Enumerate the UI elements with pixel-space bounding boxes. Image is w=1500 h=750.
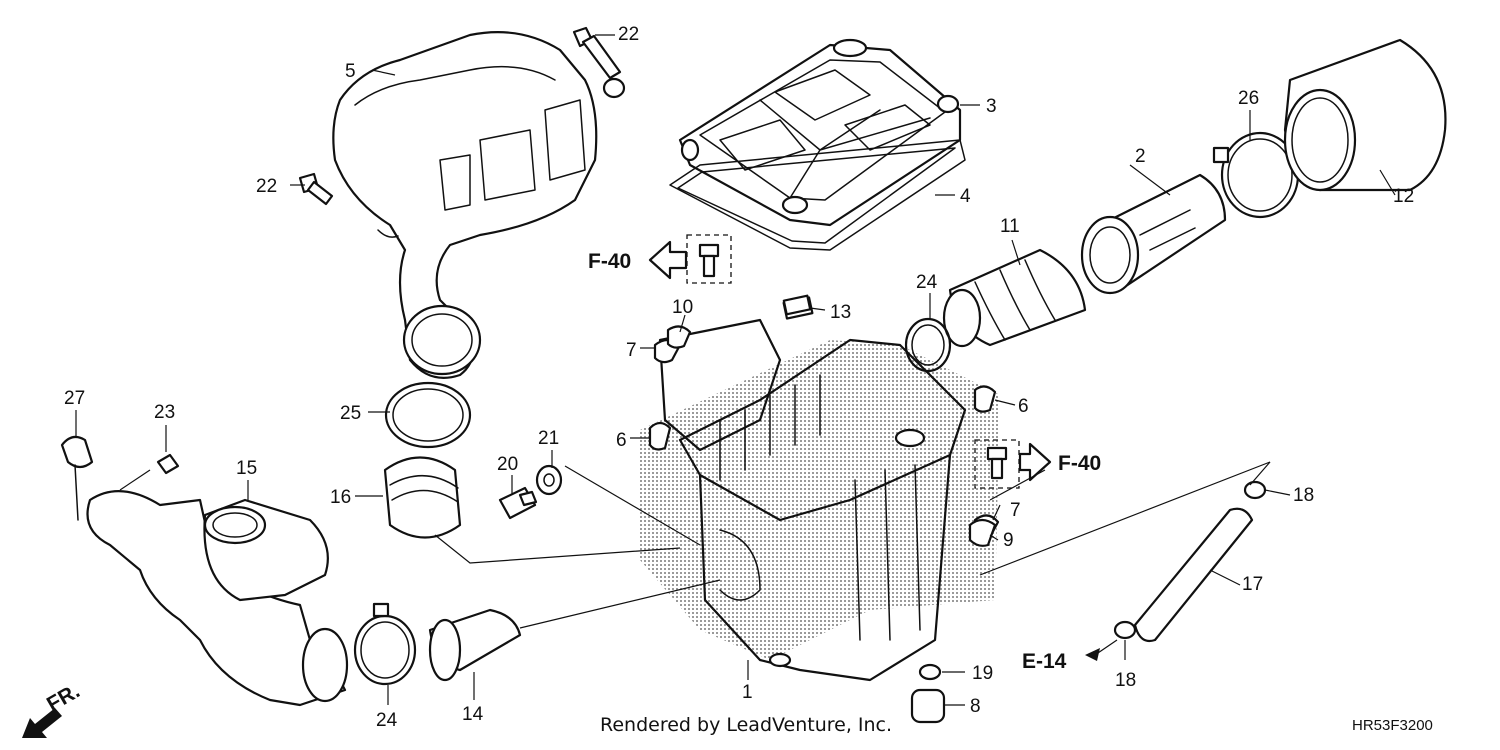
ref-label-f40-right: F-40 [1058, 452, 1101, 475]
part-12-cover [1283, 38, 1447, 192]
label-part-6a: 6 [1018, 396, 1029, 417]
part-17-drain-tube [1133, 507, 1254, 643]
part-19-washer [918, 663, 942, 681]
leader-lines [75, 34, 1396, 706]
front-label: FR. [43, 679, 84, 716]
part-27-clip [60, 435, 94, 521]
part-20-sensor [498, 486, 538, 520]
part-18-clip-lower [1113, 620, 1137, 640]
label-part-11: 11 [1000, 216, 1020, 237]
label-part-18a: 18 [1293, 485, 1314, 506]
ref-arrow-right [1018, 442, 1052, 482]
diagram-code: HR53F3200 [1352, 717, 1433, 734]
label-part-27: 27 [64, 388, 85, 409]
part-9-clip [968, 518, 997, 547]
part-16-joint [383, 456, 462, 539]
label-part-19: 19 [972, 663, 993, 684]
footer-credit: Rendered by LeadVenture, Inc. [600, 714, 892, 736]
part-10-clip [666, 325, 692, 349]
part-6-clip-right [973, 385, 997, 413]
label-part-7b: 7 [1010, 500, 1021, 521]
part-22-bolt-left [298, 172, 334, 206]
label-part-21: 21 [538, 428, 559, 449]
part-3-air-box-cover [678, 38, 962, 227]
label-part-18b: 18 [1115, 670, 1136, 691]
label-part-24a: 24 [916, 272, 938, 293]
label-part-6b: 6 [616, 430, 627, 451]
ref-label-f40-left: F-40 [588, 250, 631, 273]
label-part-13: 13 [830, 302, 851, 323]
label-part-17: 17 [1242, 574, 1263, 595]
ref-arrow-left [648, 240, 688, 280]
part-24-clamp-lower [353, 602, 417, 686]
part-21-grommet [535, 464, 563, 496]
part-1-air-cleaner-case [640, 296, 1000, 682]
part-labels: 1 2 3 4 5 6 6 7 7 8 9 10 11 12 13 14 15 … [64, 24, 1414, 731]
part-4-gasket [669, 139, 966, 251]
label-part-1: 1 [742, 682, 753, 703]
part-8-cap [910, 688, 946, 724]
label-part-12: 12 [1393, 186, 1414, 207]
part-6-clip-left [648, 421, 672, 451]
part-5-intake-duct [332, 31, 598, 379]
label-part-2: 2 [1135, 146, 1146, 167]
part-14-joint [428, 608, 522, 682]
e14-arrow [1085, 639, 1118, 661]
label-part-10: 10 [672, 297, 693, 318]
label-part-4: 4 [960, 186, 971, 207]
label-part-15: 15 [236, 458, 257, 479]
label-part-16: 16 [330, 487, 351, 508]
label-part-26: 26 [1238, 88, 1259, 109]
label-part-24b: 24 [376, 710, 398, 731]
ref-label-e14: E-14 [1022, 650, 1067, 673]
part-2-filter-element [1080, 173, 1227, 295]
part-22-bolt-top [572, 26, 626, 99]
label-part-9: 9 [1003, 530, 1014, 551]
part-18-clip-upper [1243, 480, 1267, 500]
label-part-8: 8 [970, 696, 981, 717]
bolt-box-left [686, 234, 732, 284]
part-13-tag [782, 294, 812, 316]
label-part-5: 5 [345, 61, 356, 82]
part-23-bolt [156, 453, 180, 475]
part-24-clamp-upper [904, 317, 952, 373]
part-11-connecting-tube [942, 248, 1087, 348]
part-25-ring [384, 381, 472, 449]
label-part-23: 23 [154, 402, 175, 423]
label-part-20: 20 [497, 454, 518, 475]
label-part-7a: 7 [626, 340, 637, 361]
part-15-lower-duct [86, 490, 349, 707]
label-part-25: 25 [340, 403, 361, 424]
label-part-22a: 22 [618, 24, 639, 45]
label-part-14: 14 [462, 704, 484, 725]
label-part-3: 3 [986, 96, 997, 117]
front-arrow [22, 708, 62, 738]
label-part-22b: 22 [256, 176, 277, 197]
